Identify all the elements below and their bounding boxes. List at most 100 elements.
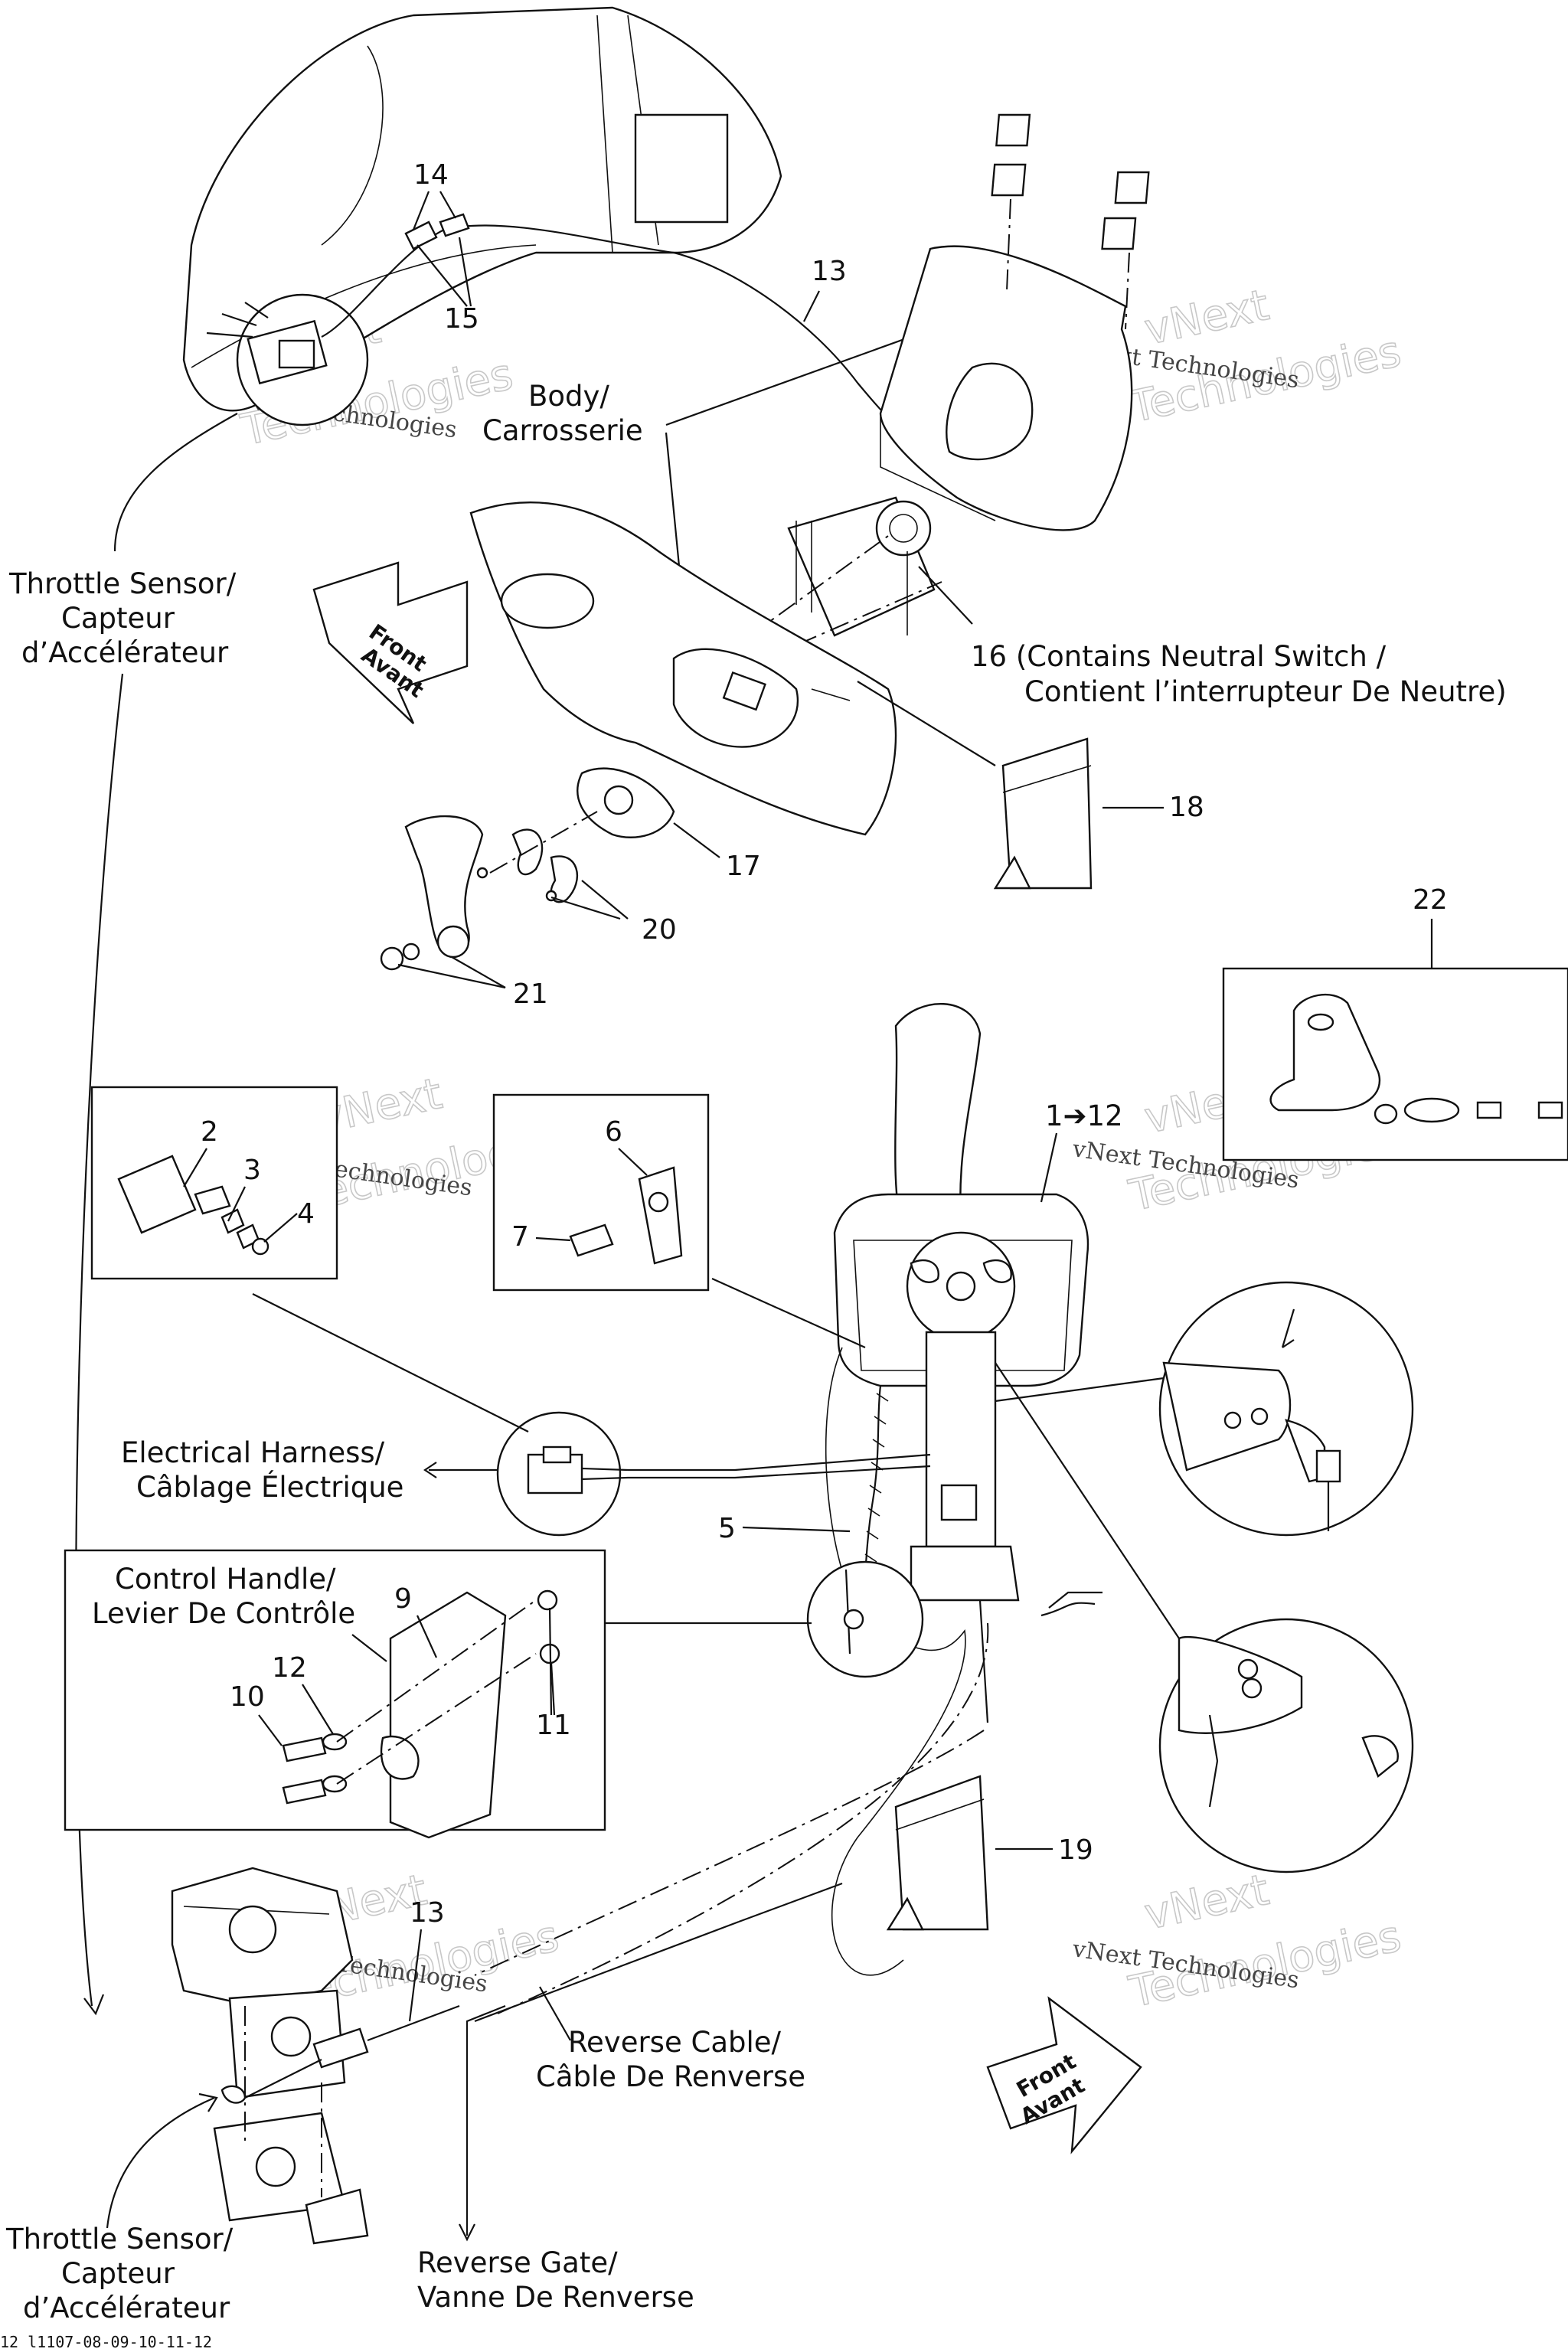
leader-throttle-top-up [113,413,238,552]
body-label-line-2: Carrosserie [482,414,643,447]
leader-13-bottom [408,1929,423,2022]
leader-range [1040,1132,1058,1203]
front-arrow-bottom: Front Avant [986,1996,1142,2154]
throttle-body-assembly [171,1867,460,2245]
reverse-cable-dash-1 [474,1730,985,1976]
leader-16 [918,566,973,625]
reverse-gate-label: Reverse Gate/ Vanne De Renverse [417,2246,694,2314]
part-number-13-bottom: 13 [410,1897,445,1929]
leader-9 [416,1615,438,1658]
throttle-sensor-bottom-line-1: Throttle Sensor/ [5,2223,234,2256]
part-number-6: 6 [605,1116,622,1148]
part-number-22: 22 [1413,884,1448,916]
leader-harness-arrow [423,1462,437,1478]
part-number-17: 17 [726,851,761,882]
leader-control-handle [351,1634,387,1662]
connector-box [90,1086,338,1280]
leader-13-top [803,290,820,322]
reverse-cable-line-2: Câble De Renverse [536,2060,805,2093]
leader-box2-to-circle [252,1293,529,1432]
control-handle-assembly [628,1003,1089,1624]
leader-throttle-bottom [106,2096,215,2229]
leader-right-circle-lower [995,1362,1180,1639]
electrical-harness-line-1: Electrical Harness/ [121,1436,385,1469]
leader-12 [302,1684,334,1735]
leader-4 [263,1213,298,1243]
body-label-line-1: Body/ [528,380,609,413]
mounting-plate [750,496,942,659]
cotter-pin-lower [1040,1591,1102,1617]
part-number-3: 3 [243,1155,261,1186]
reverse-gate-line-1: Reverse Gate/ [417,2246,618,2279]
throttle-sensor-top-line-3: d’Accélérateur [21,636,229,669]
part-number-21: 21 [513,978,548,1010]
part-number-14: 14 [413,159,449,191]
throttle-cable-13-top [321,213,950,438]
part-number-13-top: 13 [812,256,847,287]
leader-throttle-bottom-arrow [198,2092,218,2112]
right-detail-circle-lower [1158,1618,1414,1873]
body-label: Body/ Carrosserie [482,380,643,447]
right-detail-circle-upper [1158,1281,1414,1537]
leader-throttle-top-arrow [83,1994,105,2016]
part-number-9: 9 [394,1583,412,1615]
leader-throttle-top-down [75,673,124,2007]
throttle-sensor-bottom-line-2: Capteur [61,2257,175,2290]
leader-20a [550,896,621,920]
assembly-outline [825,1347,966,1976]
reverse-cable-line-1: Reverse Cable/ [568,2026,782,2059]
control-handle-line-2: Levier De Contrôle [92,1597,355,1630]
leader-14b [439,191,456,219]
leader-11a [548,1607,553,1716]
part-number-12: 12 [272,1652,307,1684]
leader-box6-to-handle [711,1277,866,1349]
leader-reverse-cable [539,1986,571,2041]
part-number-7: 7 [511,1221,529,1253]
leader-20b [581,880,629,920]
neutral-switch-label: 16 (Contains Neutral Switch / Contient l… [971,640,1507,708]
control-handle-line-1: Control Handle/ [115,1563,336,1596]
leader-10 [258,1714,283,1746]
leader-17 [673,822,720,858]
range-label: 1➔12 [1045,1099,1123,1132]
leader-5 [742,1526,851,1533]
control-handle-box [64,1549,606,1839]
part-number-2: 2 [201,1116,218,1148]
watermark-big-6a: vNext [1140,1865,1273,1940]
leader-14a [412,191,430,230]
part-number-18: 18 [1169,792,1204,823]
spring-detail [806,1560,924,1678]
part-20-clips [476,811,598,903]
throttle-sensor-label-bottom: Throttle Sensor/ Capteur d’Accélérateur [5,2223,242,2324]
part-21-lever [380,815,484,971]
electrical-harness-line-2: Câblage Électrique [136,1470,403,1504]
leader-15a [416,244,468,307]
leader-7 [535,1236,571,1242]
throttle-sensor-top-line-1: Throttle Sensor/ [8,567,237,600]
part-number-4: 4 [297,1198,315,1230]
part-number-19: 19 [1058,1834,1093,1866]
part-number-5: 5 [718,1513,736,1544]
leader-6 [618,1148,648,1176]
neutral-switch-line-2: Contient l’interrupteur De Neutre) [1024,675,1507,708]
leader-15b [458,237,472,307]
reverse-gate-line [466,2004,506,2236]
electrical-harness-label: Electrical Harness/ Câblage Électrique [121,1436,403,1504]
part-22-box [1222,967,1568,1161]
throttle-sensor-bottom-line-3: d’Accélérateur [23,2292,230,2324]
front-arrow-top: Front Avant [312,561,469,724]
reverse-cable-line-2 [738,1882,843,1923]
reverse-cable-dash-2 [497,1622,989,2014]
leader-21a [397,963,506,989]
part-17-bezel [577,767,675,838]
part-19-bag [886,1775,989,1931]
control-handle-label: Control Handle/ Levier De Contrôle [92,1563,355,1630]
part-number-10: 10 [230,1681,265,1713]
part-number-15: 15 [444,303,479,335]
reverse-gate-line-2: Vanne De Renverse [417,2281,694,2314]
part-number-20: 20 [642,914,677,946]
leader-body-2 [665,432,683,590]
harness-connector-detail [496,1411,629,1537]
throttle-sensor-top-line-2: Capteur [61,602,175,635]
